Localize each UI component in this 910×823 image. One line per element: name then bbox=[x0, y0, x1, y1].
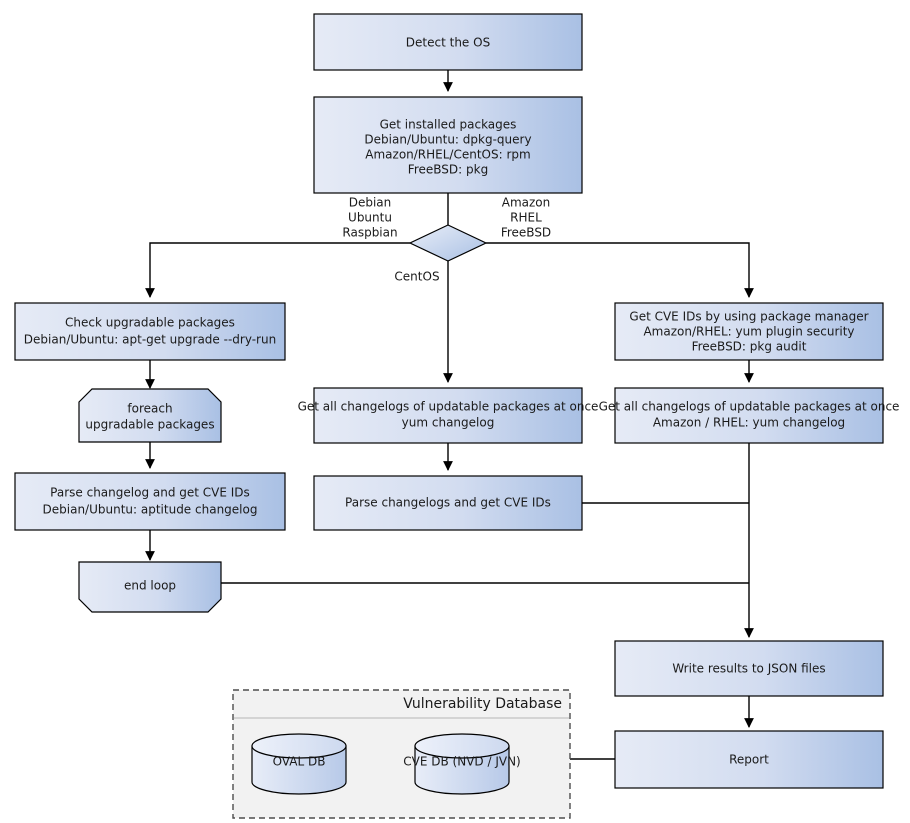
write-json-box bbox=[614, 640, 884, 697]
end-loop-label: end loop bbox=[124, 579, 176, 593]
parse-changelogs-center-label: Parse changelogs and get CVE IDs bbox=[345, 496, 551, 510]
report-label: Report bbox=[729, 753, 769, 767]
cve-db-cylinder-top bbox=[414, 733, 510, 759]
os-decision-diamond bbox=[408, 224, 488, 262]
parse-changelog-left-line-1: Parse changelog and get CVE IDs bbox=[50, 486, 250, 500]
node-end-loop[interactable]: end loop bbox=[78, 561, 222, 613]
node-report[interactable]: Report bbox=[614, 730, 884, 789]
oval-db-label: OVAL DB bbox=[273, 755, 326, 769]
get-installed-line-4: FreeBSD: pkg bbox=[408, 163, 488, 177]
get-installed-line-2: Debian/Ubuntu: dpkg-query bbox=[364, 133, 531, 147]
get-cve-ids-right-line-2: Amazon/RHEL: yum plugin security bbox=[643, 325, 854, 339]
changelogs-right-line-2: Amazon / RHEL: yum changelog bbox=[653, 416, 845, 430]
foreach-line-2: upgradable packages bbox=[85, 418, 214, 432]
detect-os-box bbox=[313, 13, 583, 71]
connector-layer bbox=[145, 70, 754, 760]
check-upgradable-line-2: Debian/Ubuntu: apt-get upgrade --dry-run bbox=[24, 333, 276, 347]
report-box bbox=[614, 730, 884, 789]
get-installed-line-3: Amazon/RHEL/CentOS: rpm bbox=[365, 148, 530, 162]
changelogs-right-line-1: Get all changelogs of updatable packages… bbox=[599, 400, 900, 414]
node-detect-os[interactable]: Detect the OS bbox=[313, 13, 583, 71]
edge-label-left-1: Debian bbox=[349, 196, 392, 210]
node-changelogs-center[interactable]: Get all changelogs of updatable packages… bbox=[298, 387, 599, 444]
vulnerability-database-group: Vulnerability Database OVAL DB CVE DB (N… bbox=[232, 689, 571, 819]
changelogs-center-line-1: Get all changelogs of updatable packages… bbox=[298, 400, 599, 414]
node-os-decision[interactable] bbox=[408, 224, 488, 262]
node-changelogs-right[interactable]: Get all changelogs of updatable packages… bbox=[599, 387, 900, 444]
node-get-installed-packages[interactable]: Get installed packages Debian/Ubuntu: dp… bbox=[313, 96, 583, 194]
detect-os-label: Detect the OS bbox=[406, 36, 490, 50]
get-installed-packages-box bbox=[313, 96, 583, 194]
changelogs-center-line-2: yum changelog bbox=[402, 416, 495, 430]
check-upgradable-box bbox=[14, 302, 286, 361]
edge-label-left-3: Raspbian bbox=[342, 226, 397, 240]
parse-changelog-left-box bbox=[14, 472, 286, 531]
edge-label-right-1: Amazon bbox=[502, 196, 551, 210]
changelogs-right-box bbox=[614, 387, 884, 444]
database-cylinder-cve[interactable]: CVE DB (NVD / JVN) bbox=[403, 733, 521, 795]
node-foreach-loop-start[interactable]: foreach upgradable packages bbox=[78, 388, 222, 443]
oval-db-cylinder-top bbox=[251, 733, 347, 759]
cve-db-cylinder-body bbox=[414, 745, 510, 795]
get-installed-line-1: Get installed packages bbox=[380, 118, 517, 132]
cve-db-label: CVE DB (NVD / JVN) bbox=[403, 755, 520, 769]
edge-label-right-2: RHEL bbox=[510, 211, 542, 225]
get-cve-ids-right-line-1: Get CVE IDs by using package manager bbox=[629, 310, 868, 324]
check-upgradable-line-1: Check upgradable packages bbox=[65, 316, 235, 330]
connector-decision-left-branch bbox=[145, 242, 410, 298]
parse-changelogs-center-box bbox=[313, 475, 583, 531]
node-parse-changelogs-center[interactable]: Parse changelogs and get CVE IDs bbox=[313, 475, 583, 531]
database-cylinder-oval[interactable]: OVAL DB bbox=[251, 733, 347, 795]
foreach-loop-shape bbox=[78, 388, 222, 443]
get-cve-ids-right-line-3: FreeBSD: pkg audit bbox=[692, 340, 807, 354]
foreach-line-1: foreach bbox=[127, 402, 172, 416]
parse-changelog-left-line-2: Debian/Ubuntu: aptitude changelog bbox=[43, 503, 258, 517]
end-loop-shape bbox=[78, 561, 222, 613]
node-parse-changelog-left[interactable]: Parse changelog and get CVE IDs Debian/U… bbox=[14, 472, 286, 531]
edge-label-center: CentOS bbox=[394, 270, 439, 284]
oval-db-cylinder-body bbox=[251, 745, 347, 795]
edge-label-layer: Debian Ubuntu Raspbian Amazon RHEL FreeB… bbox=[342, 196, 551, 284]
edge-label-left-2: Ubuntu bbox=[348, 211, 392, 225]
connector-decision-right-branch bbox=[486, 242, 754, 298]
node-write-json[interactable]: Write results to JSON files bbox=[614, 640, 884, 697]
get-cve-ids-right-box bbox=[614, 302, 884, 361]
changelogs-center-box bbox=[313, 387, 583, 444]
node-get-cve-ids-right[interactable]: Get CVE IDs by using package manager Ama… bbox=[614, 302, 884, 361]
node-check-upgradable-packages[interactable]: Check upgradable packages Debian/Ubuntu:… bbox=[14, 302, 286, 361]
edge-label-right-3: FreeBSD bbox=[501, 226, 551, 240]
write-json-label: Write results to JSON files bbox=[672, 662, 825, 676]
vulndb-group-title: Vulnerability Database bbox=[403, 696, 562, 712]
